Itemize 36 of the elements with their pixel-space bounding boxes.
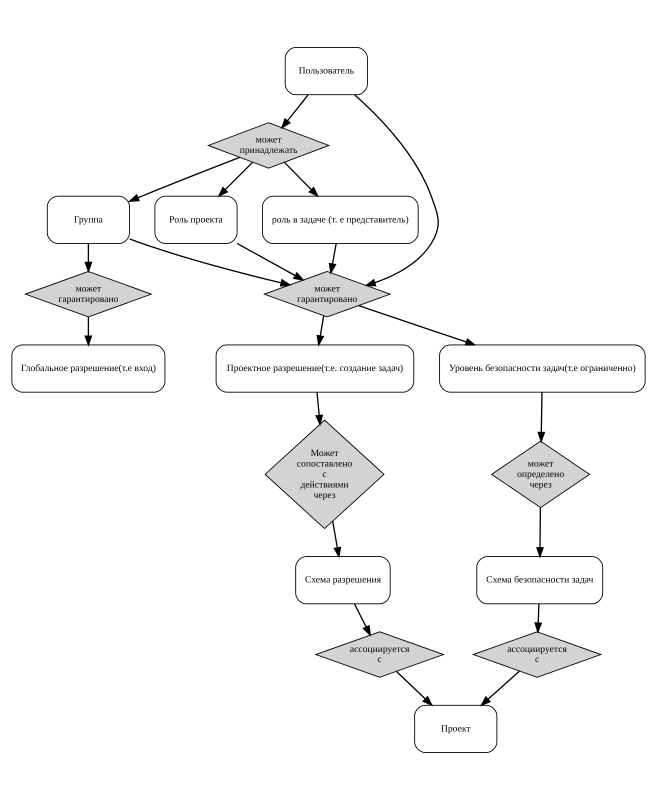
node-box: Схема безопасности задач [476, 556, 604, 604]
node-box: роль в задаче (т. е представитель) [262, 196, 419, 244]
arrow [84, 244, 92, 274]
node-box: Схема разрешения [295, 556, 391, 604]
node-diamond: может гарантировано [24, 270, 153, 318]
arrow [280, 94, 309, 130]
arrow [129, 238, 292, 287]
arrow [84, 317, 92, 347]
node-box: Проектное разрешение(т.е. создание задач) [216, 344, 414, 393]
node-diamond: ассоциируется с [472, 631, 602, 678]
node-box: Уровень безопасности задач(т.е ограниченно) [439, 344, 646, 393]
arrow [328, 244, 337, 275]
node-diamond: может определено через [490, 440, 590, 508]
arrow [536, 508, 544, 559]
arrow [537, 392, 546, 444]
arrow [534, 604, 542, 634]
arrow [315, 392, 324, 426]
arrow [316, 316, 324, 347]
node-diamond: Может сопоставлено с действиями через [264, 420, 385, 530]
arrow [236, 242, 305, 281]
node-diamond: ассоциируется с [314, 631, 445, 678]
node-box: Глобальное разрешение(т.е вход) [11, 344, 166, 393]
arrow [354, 604, 372, 637]
node-diamond: может принадлежать [206, 122, 330, 169]
node-box: Проект [414, 704, 498, 753]
node-box: Роль проекта [154, 196, 238, 244]
node-box: Пользователь [284, 47, 368, 96]
arrow [332, 521, 342, 558]
arrow [358, 305, 477, 346]
node-box: Группа [46, 196, 130, 244]
arrow [284, 162, 320, 198]
arrow [480, 670, 520, 706]
arrow [354, 94, 439, 286]
arrow [218, 162, 253, 198]
arrow [128, 156, 240, 202]
arrow [396, 671, 434, 706]
